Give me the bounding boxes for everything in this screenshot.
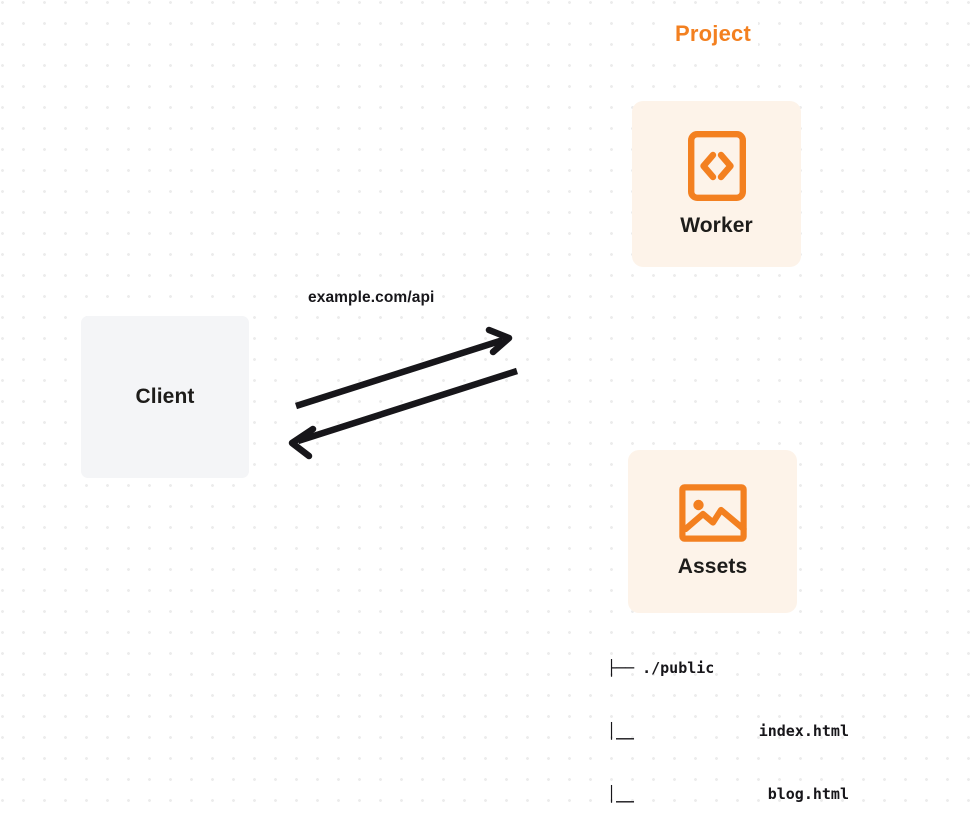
- assets-label: Assets: [677, 555, 748, 578]
- file-tree-row: ├── ./public: [607, 658, 849, 679]
- response-arrow: [288, 367, 518, 460]
- project-border-left: [561, 33, 565, 759]
- tree-item-name: blog.html: [767, 785, 849, 803]
- client-node: Client: [81, 316, 249, 478]
- connection-label: example.com/api: [308, 289, 435, 306]
- assets-file-tree: ├── ./public │__ index.html │__ blog.htm…: [607, 616, 849, 818]
- project-title: Project: [668, 21, 758, 47]
- request-arrow: [295, 326, 513, 410]
- tree-branch-glyph: │__: [607, 785, 635, 803]
- worker-node: Worker: [632, 101, 801, 267]
- worker-label: Worker: [680, 213, 753, 237]
- tree-branch-glyph: │__: [607, 722, 635, 740]
- client-label: Client: [135, 385, 195, 408]
- project-container: Project Worker Assets ├── ./public: [561, 21, 865, 803]
- tree-branch-glyph: ├──: [607, 659, 635, 677]
- image-icon: [678, 484, 747, 542]
- file-tree-row: │__ blog.html: [607, 784, 849, 805]
- code-brackets-icon: [687, 130, 746, 201]
- project-border-right: [861, 33, 865, 759]
- tree-item-name: ./public: [642, 659, 715, 677]
- tree-item-name: index.html: [758, 722, 849, 740]
- file-tree-row: │__ index.html: [607, 721, 849, 742]
- assets-node: Assets: [628, 450, 797, 613]
